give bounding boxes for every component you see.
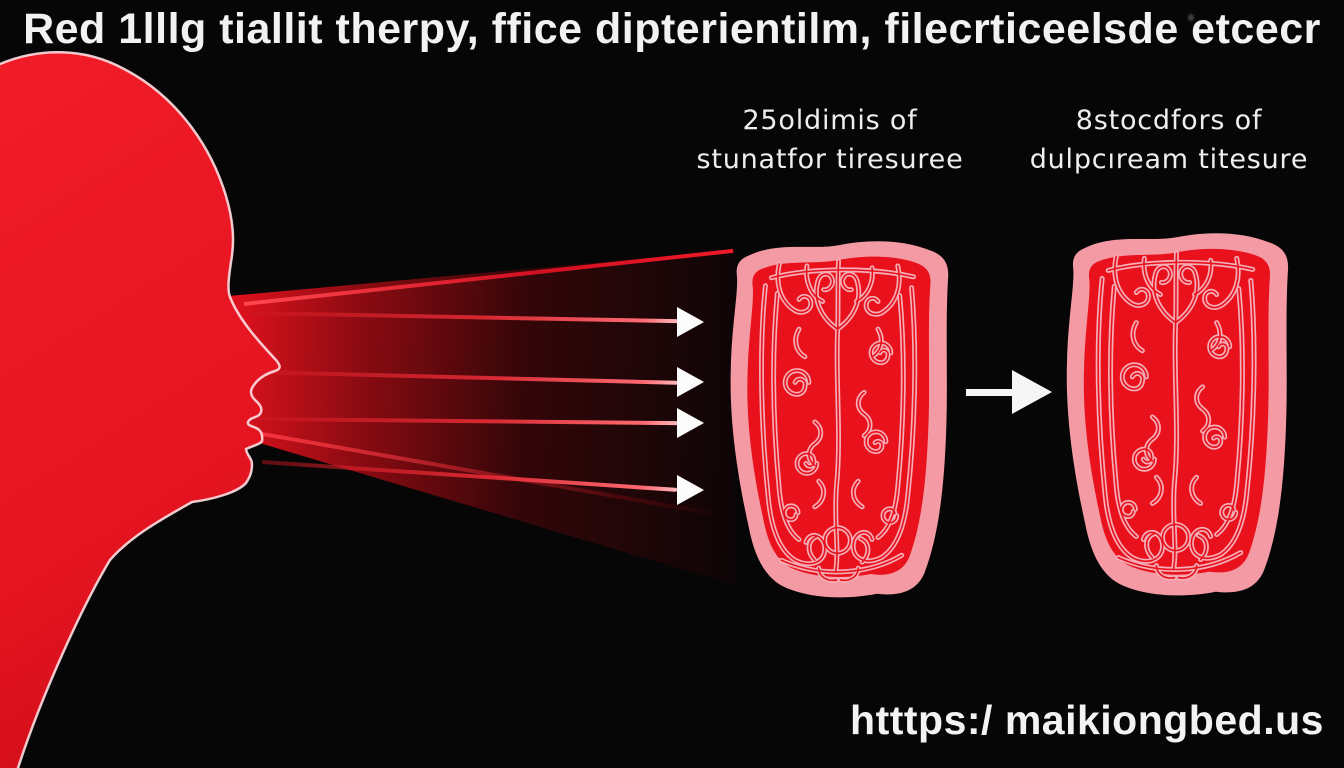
label-before-line2: stunatfor tiresuree	[696, 144, 964, 175]
beam-arrowhead-icon	[677, 367, 704, 397]
tissue-cross-section-after	[1056, 226, 1297, 600]
label-before-line1: 25oldimis of	[742, 105, 918, 136]
face-fill	[0, 52, 280, 768]
beam-arrowhead-icon	[677, 408, 704, 438]
transform-arrow-head-icon	[1012, 370, 1052, 414]
headline: Red 1lllg tiallit therpy, ffice dipterie…	[23, 5, 1321, 53]
website-url: htttps:/ maikiongbed.us	[850, 697, 1324, 743]
beam-arrowhead-icon	[677, 307, 704, 337]
tissue-cross-section-before	[720, 234, 957, 602]
label-after-line2: dulpcıream titesure	[1029, 144, 1309, 175]
label-after-line1: 8stocdfors of	[1075, 105, 1263, 136]
label-after: 8stocdfors of dulpcıream titesure	[999, 101, 1339, 179]
face-silhouette	[0, 51, 281, 768]
label-before: 25oldimis of stunatfor tiresuree	[660, 101, 1000, 179]
face-outline	[0, 51, 281, 768]
speckle-artifact	[1188, 14, 1194, 21]
beam-arrowhead-icon	[677, 475, 704, 505]
transform-arrow-icon	[966, 389, 1014, 396]
